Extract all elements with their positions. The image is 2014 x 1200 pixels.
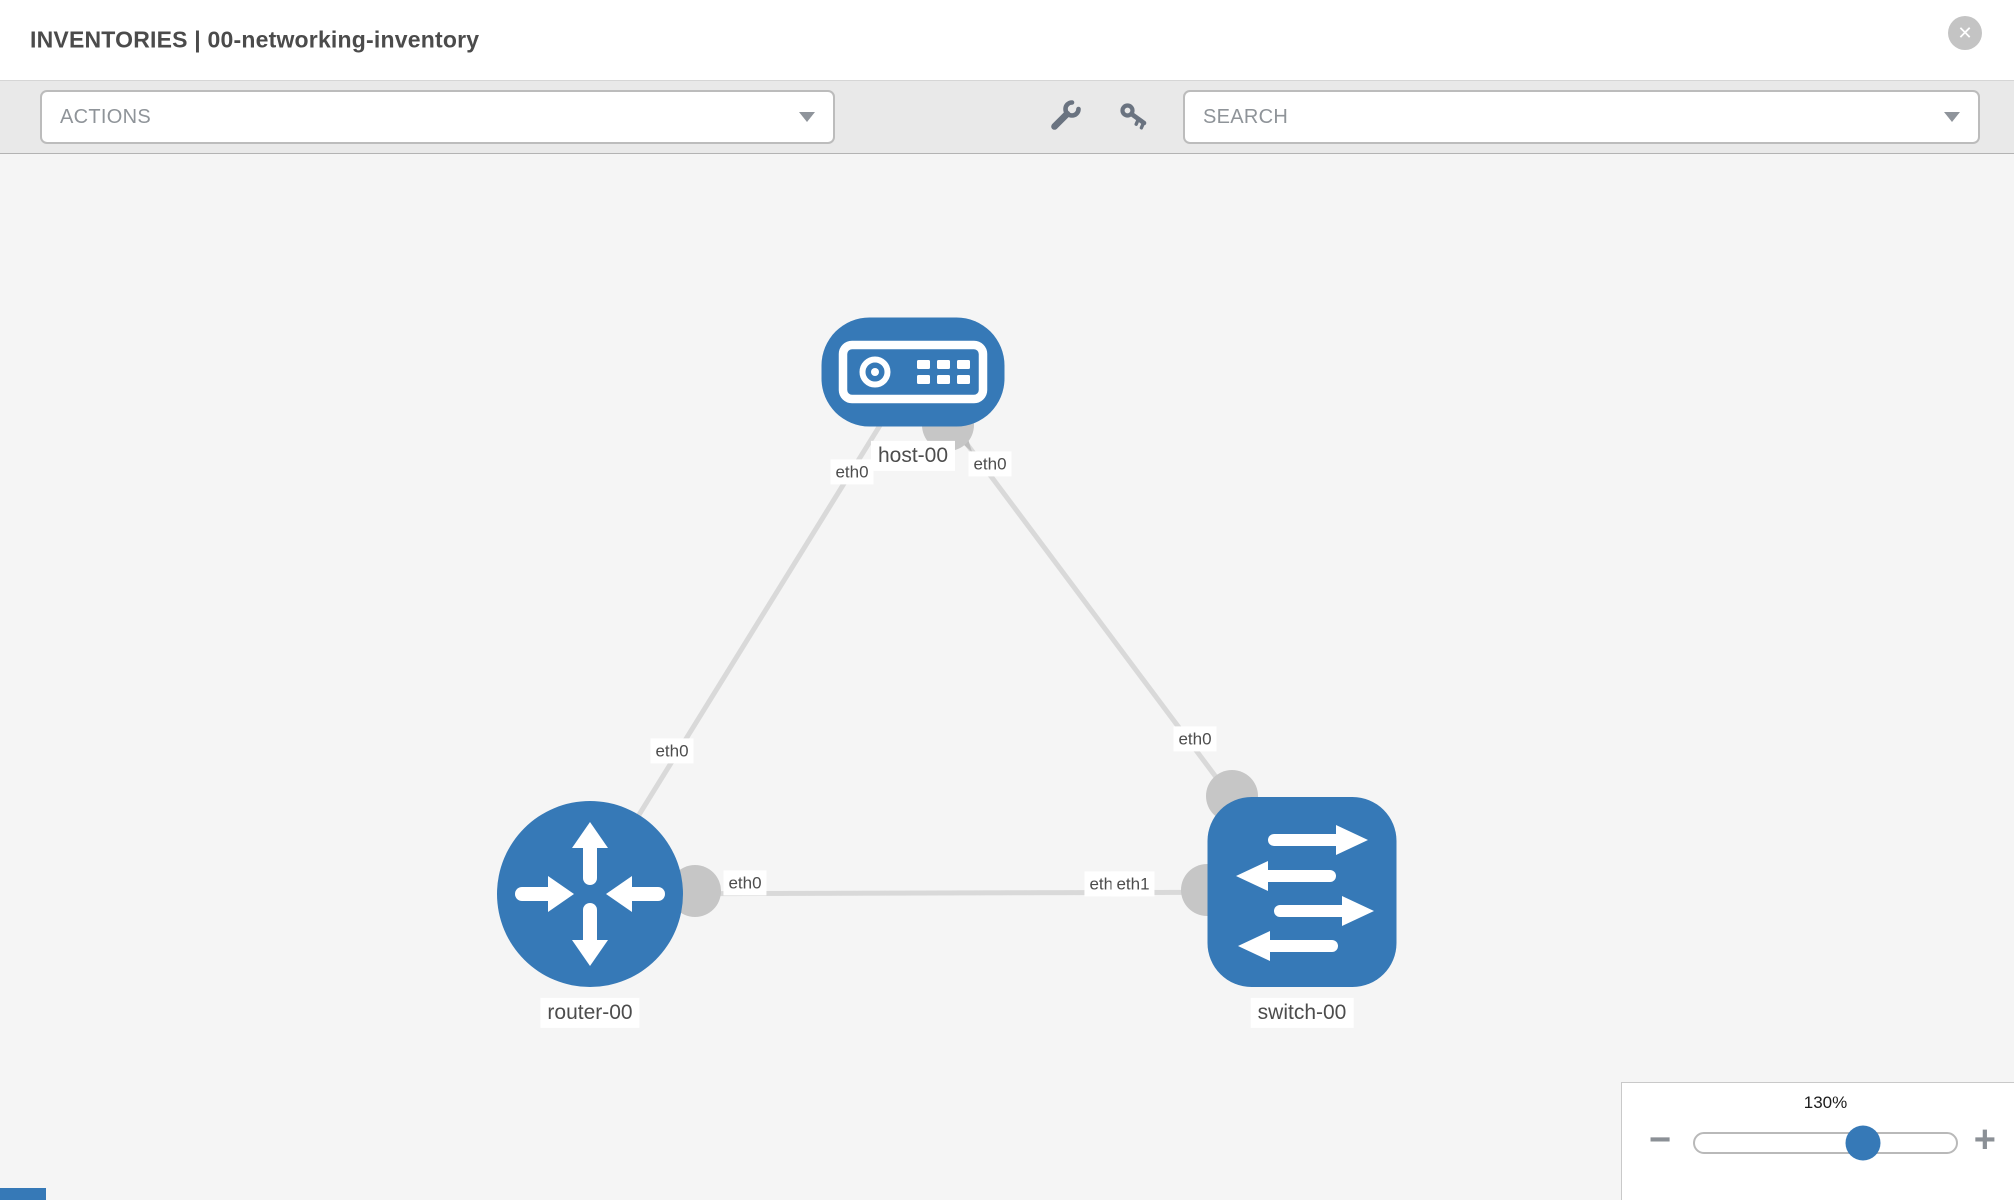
interface-label: eth0 (968, 451, 1012, 477)
interface-label: eth1 (1111, 871, 1155, 897)
link-host-00-router-00 (587, 370, 916, 896)
key-icon (1120, 103, 1147, 130)
zoom-slider-handle[interactable] (1845, 1125, 1881, 1161)
close-button[interactable]: ✕ (1948, 16, 1982, 50)
zoom-slider-track[interactable] (1693, 1125, 1958, 1161)
switch-icon (1236, 825, 1374, 961)
search-dropdown-label: SEARCH (1203, 105, 1289, 128)
actions-dropdown[interactable]: ACTIONS (40, 90, 835, 144)
interface-label: eth0 (1173, 726, 1217, 752)
router-00-label: router-00 (540, 997, 640, 1029)
toolbar: ACTIONS SEARCH (0, 80, 2014, 154)
search-dropdown[interactable]: SEARCH (1183, 90, 1980, 144)
close-icon: ✕ (1957, 22, 1973, 43)
switch-00-label: switch-00 (1250, 997, 1354, 1029)
interface-label: eth0 (830, 459, 874, 485)
node-router-00[interactable] (497, 801, 683, 987)
footer-accent-bar (0, 1188, 46, 1200)
wrench-icon (1051, 100, 1081, 130)
minus-icon: − (1649, 1119, 1672, 1161)
chevron-down-icon (1944, 112, 1960, 122)
actions-dropdown-label: ACTIONS (60, 105, 151, 128)
zoom-out-button[interactable]: − (1649, 1121, 1671, 1159)
chevron-down-icon (799, 112, 815, 122)
topology-svg (497, 317, 1397, 987)
node-switch-00[interactable] (1207, 797, 1397, 987)
zoom-in-button[interactable]: + (1974, 1121, 1996, 1159)
zoom-level: 130% (1803, 1093, 1848, 1112)
credentials-button[interactable] (1117, 100, 1151, 134)
plus-icon: + (1973, 1119, 1996, 1161)
header: INVENTORIES | 00-networking-inventory ✕ (0, 0, 2014, 80)
zoom-widget: 130% − + (1621, 1082, 2014, 1200)
interface-label: eth0 (650, 738, 694, 764)
host-icon (838, 340, 988, 404)
configure-button[interactable] (1049, 100, 1083, 134)
page-title: INVENTORIES | 00-networking-inventory (30, 26, 480, 53)
host-00-label: host-00 (870, 440, 956, 472)
node-host-00[interactable] (821, 317, 1005, 427)
router-icon (515, 822, 665, 966)
interface-label: eth0 (723, 870, 767, 896)
